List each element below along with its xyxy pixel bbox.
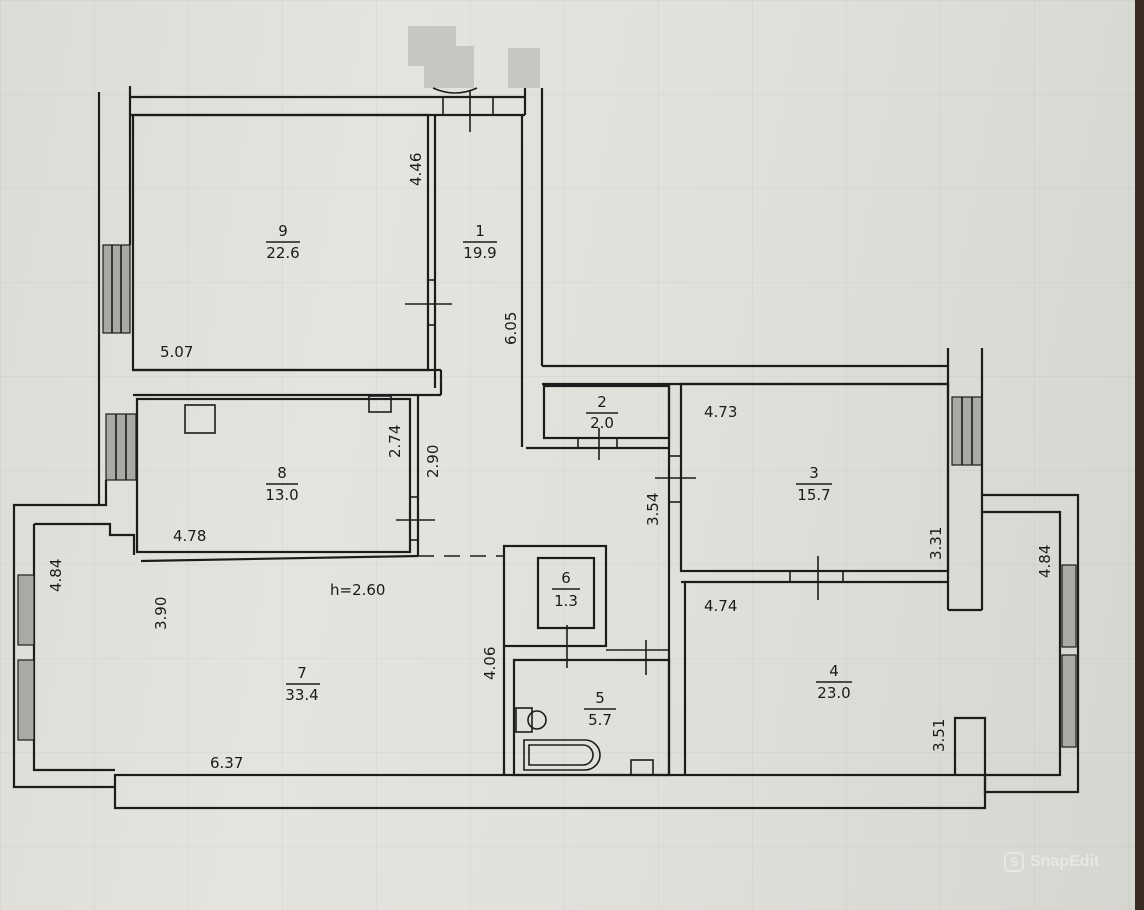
room-label-1: 1 19.9 xyxy=(463,222,497,262)
vent-icon xyxy=(184,404,216,434)
dim-room3-height: 3.31 xyxy=(927,527,945,560)
room-label-9: 9 22.6 xyxy=(266,222,300,262)
svg-text:22.6: 22.6 xyxy=(266,244,299,262)
dim-room9-width: 5.07 xyxy=(160,343,193,361)
dim-room8-outer: 2.90 xyxy=(424,445,442,478)
dim-room8-inner: 2.74 xyxy=(386,425,404,458)
dim-room4-width: 4.74 xyxy=(704,597,737,615)
floor-drain-icon xyxy=(630,759,654,776)
room-label-3: 3 15.7 xyxy=(796,464,832,504)
redacted-block xyxy=(424,46,474,88)
window xyxy=(1061,654,1077,748)
svg-text:5.7: 5.7 xyxy=(588,711,612,729)
dim-room9-height: 4.46 xyxy=(407,153,425,186)
dim-room7-side: 4.84 xyxy=(47,559,65,592)
window xyxy=(102,244,131,334)
room-label-2: 2 2.0 xyxy=(586,393,618,432)
svg-text:2: 2 xyxy=(597,393,607,411)
window xyxy=(17,574,35,646)
room-6 xyxy=(536,556,596,630)
svg-text:2.0: 2.0 xyxy=(590,414,614,432)
room-8 xyxy=(135,397,412,554)
watermark-text: SnapEdit xyxy=(1030,853,1100,870)
dim-room7-width: 6.37 xyxy=(210,754,243,772)
snapedit-logo-icon: S xyxy=(1004,852,1024,872)
svg-text:23.0: 23.0 xyxy=(817,684,850,702)
vent-icon xyxy=(368,395,392,413)
svg-text:9: 9 xyxy=(278,222,288,240)
room-label-4: 4 23.0 xyxy=(816,662,852,702)
dim-room8-width: 4.78 xyxy=(173,527,206,545)
bottom-wall xyxy=(113,773,987,810)
window xyxy=(105,413,137,481)
room-label-8: 8 13.0 xyxy=(265,464,298,504)
svg-text:13.0: 13.0 xyxy=(265,486,298,504)
svg-text:1.3: 1.3 xyxy=(554,592,578,610)
dim-room4-height: 3.51 xyxy=(930,719,948,752)
dim-room1-length: 6.05 xyxy=(502,312,520,345)
toilet-icon xyxy=(515,707,533,733)
dim-room7-height: 3.90 xyxy=(152,597,170,630)
svg-text:6: 6 xyxy=(561,569,571,587)
svg-text:33.4: 33.4 xyxy=(285,686,318,704)
window xyxy=(1061,564,1077,648)
dim-corridor: 3.54 xyxy=(644,493,662,526)
redacted-block xyxy=(508,48,540,88)
svg-text:5: 5 xyxy=(595,689,605,707)
room-label-5: 5 5.7 xyxy=(584,689,616,729)
window xyxy=(951,396,983,466)
svg-text:1: 1 xyxy=(475,222,485,240)
svg-text:7: 7 xyxy=(297,664,307,682)
svg-text:3: 3 xyxy=(809,464,819,482)
dim-room3-width: 4.73 xyxy=(704,403,737,421)
dim-room4-side: 4.84 xyxy=(1036,545,1054,578)
room-6-outer xyxy=(502,544,608,648)
room-5 xyxy=(512,658,671,777)
room-label-7: 7 33.4 xyxy=(285,664,320,704)
snapedit-watermark: S SnapEdit xyxy=(1004,852,1099,872)
door-arc xyxy=(432,87,478,94)
svg-text:4: 4 xyxy=(829,662,839,680)
window xyxy=(17,659,35,741)
bathtub-icon xyxy=(523,739,601,771)
room-label-6: 6 1.3 xyxy=(552,569,580,610)
dim-room7-right: 4.06 xyxy=(481,647,499,680)
svg-text:8: 8 xyxy=(277,464,287,482)
svg-text:19.9: 19.9 xyxy=(463,244,496,262)
svg-text:15.7: 15.7 xyxy=(797,486,830,504)
ceiling-height-label: h=2.60 xyxy=(330,581,385,599)
